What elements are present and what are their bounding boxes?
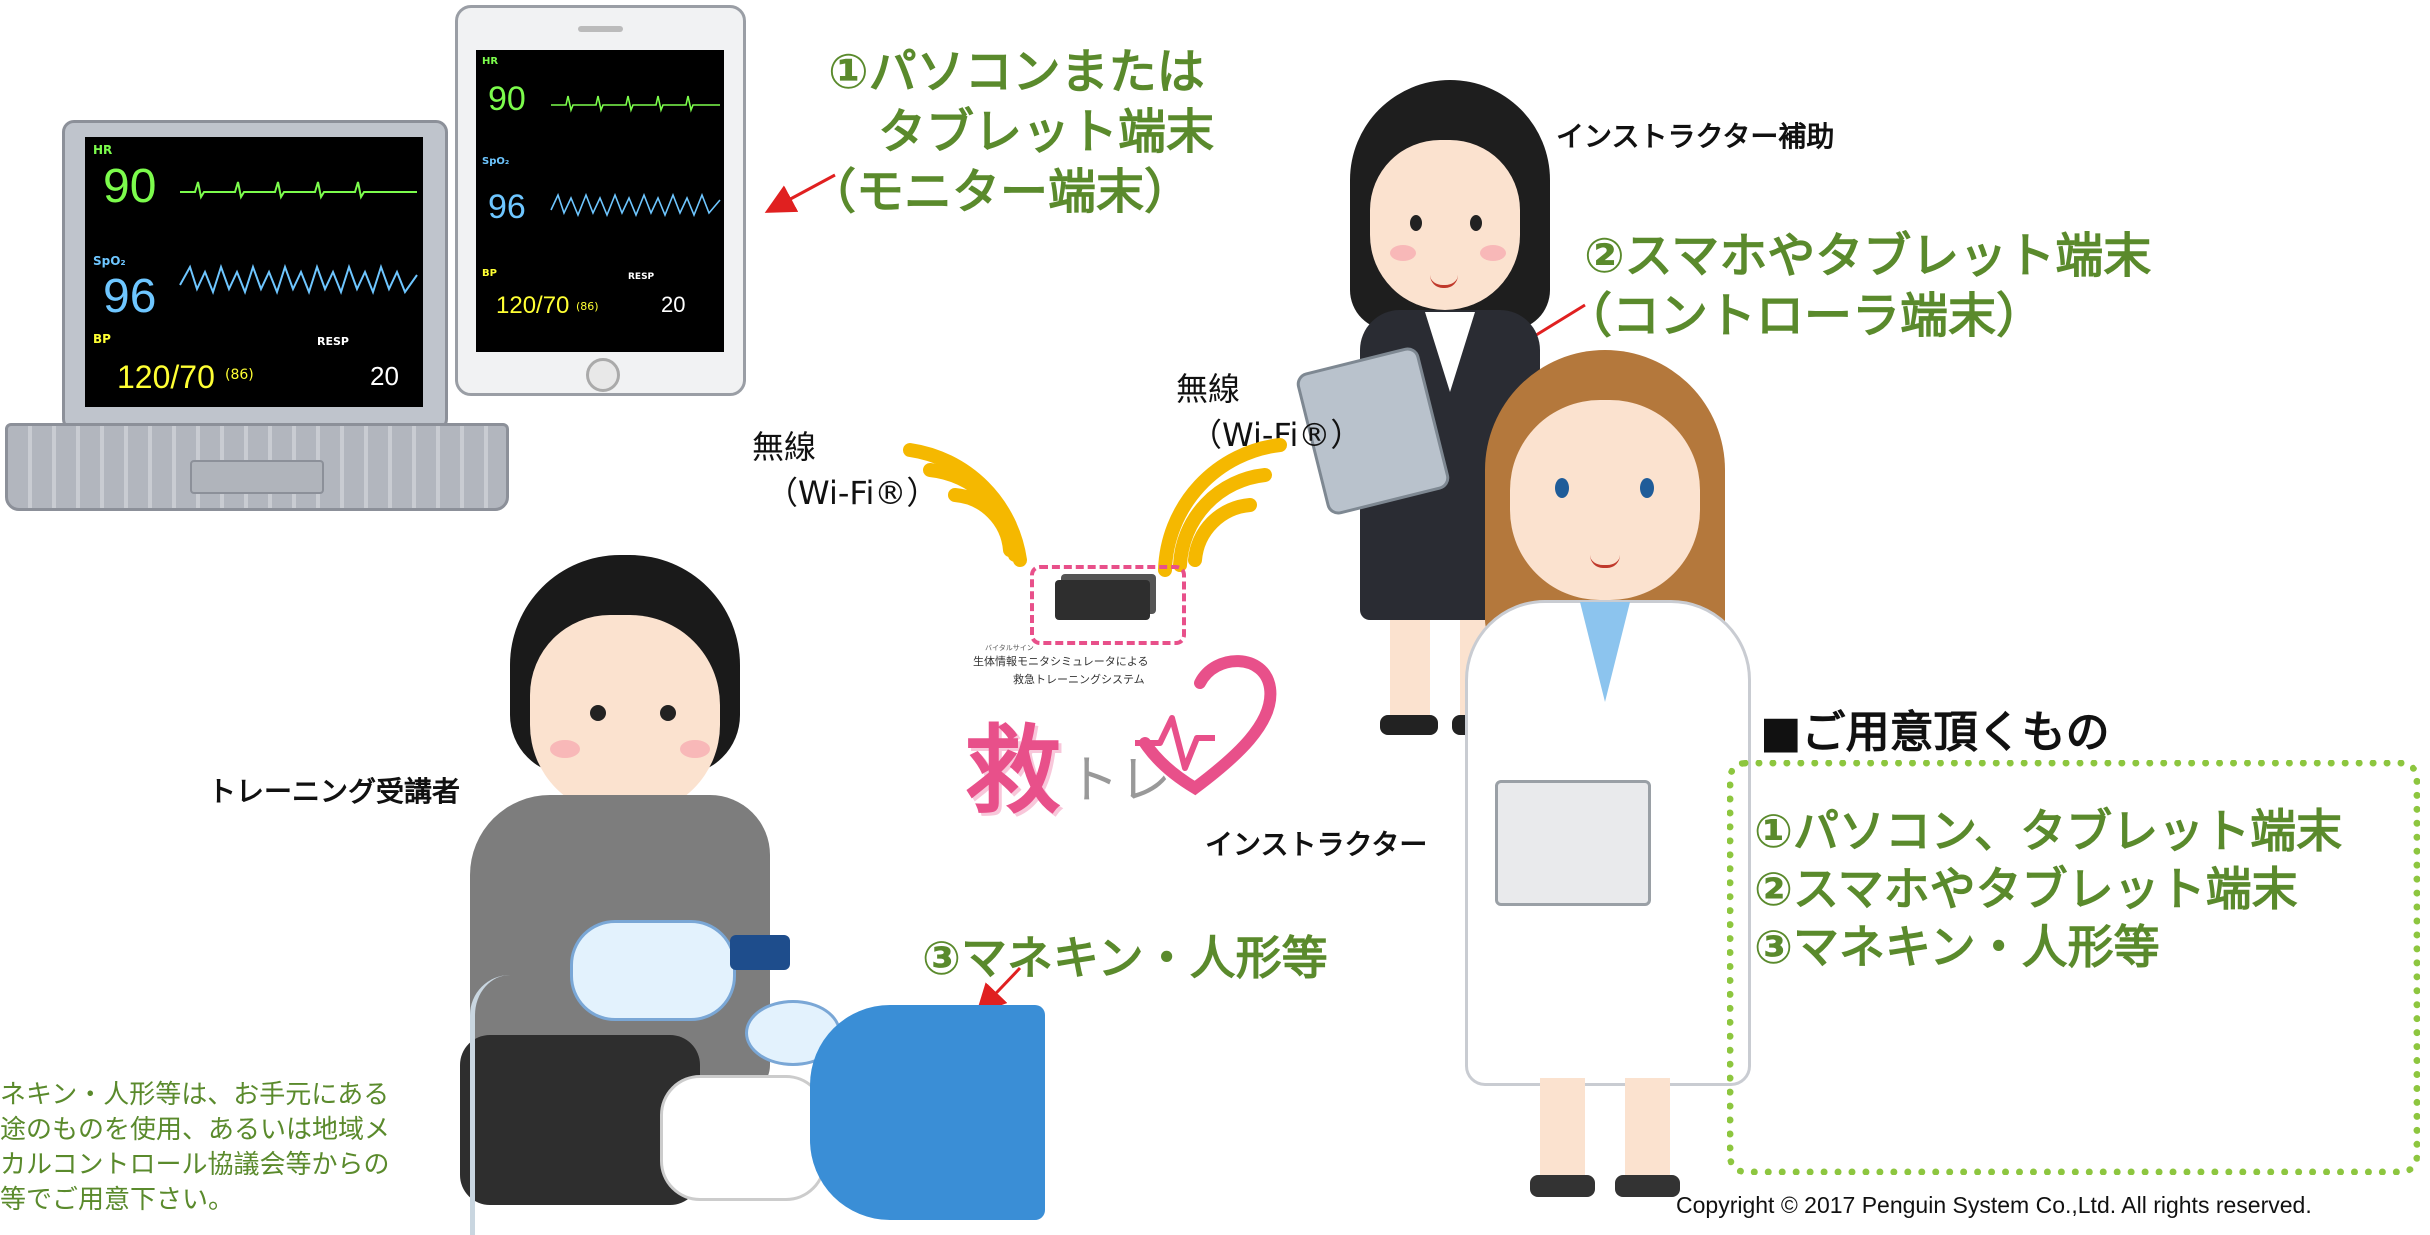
copyright: Copyright © 2017 Penguin System Co.,Ltd.… — [1676, 1192, 2312, 1218]
monitor-terminal-line3: （モニター端末） — [808, 164, 1193, 220]
hr-label: HR — [482, 56, 499, 67]
spo2-label: SpO₂ — [482, 156, 510, 167]
monitor-terminal-label: ①パソコンまたは タブレット端末 （モニター端末） — [808, 42, 1215, 222]
trainee-label: トレーニング受講者 — [208, 775, 461, 808]
hr-label: HR — [93, 143, 113, 157]
requirement-item-1: ①パソコン、タブレット端末 — [1754, 804, 2343, 858]
note-line2: 途のものを使用、あるいは地域メ — [0, 1115, 391, 1145]
wireless-left-line2: （Wi-Fi®） — [766, 474, 939, 512]
device-highlight-box — [1030, 565, 1186, 645]
resp-value: 20 — [661, 292, 686, 317]
mannequin-label: ③マネキン・人形等 — [922, 931, 1328, 985]
note-line1: ネキン・人形等は、お手元にある — [0, 1080, 390, 1110]
bp-mean: (86) — [576, 300, 599, 313]
logo-subtitle-small: バイタルサイン — [985, 644, 1034, 652]
requirements-box: ①パソコン、タブレット端末 ②スマホやタブレット端末 ③マネキン・人形等 — [1727, 760, 2420, 1175]
logo-name-kanji: 救 — [965, 714, 1061, 827]
laptop-monitor-screen: HR 90 SpO₂ 96 BP 120/70 (86) RESP 20 — [85, 137, 423, 407]
resp-label: RESP — [317, 335, 349, 348]
trainee-illustration — [440, 555, 1160, 1235]
laptop-illustration: HR 90 SpO₂ 96 BP 120/70 (86) RESP 20 — [0, 115, 510, 515]
spo2-value: 96 — [103, 270, 157, 323]
bp-mean: (86) — [225, 367, 254, 383]
ecg-waveform — [550, 95, 721, 218]
requirements-title: ■ご用意頂くもの — [1760, 707, 2110, 758]
hr-value: 90 — [103, 160, 157, 213]
wireless-right-line1: 無線 — [1176, 370, 1241, 408]
spo2-label: SpO₂ — [93, 254, 126, 268]
controller-terminal-label: ②スマホやタブレット端末 （コントローラ端末） — [1564, 226, 2152, 346]
tablet-illustration: HR 90 SpO₂ 96 BP 120/70 (86) RESP 20 — [455, 5, 746, 396]
wireless-right-line2: （Wi-Fi®） — [1190, 416, 1363, 454]
logo: バイタルサイン 生体情報モニタシミュレータによる 救急トレーニングシステム 救 … — [965, 643, 1295, 827]
hr-value: 90 — [488, 80, 526, 118]
note-text: ネキン・人形等は、お手元にある 途のものを使用、あるいは地域メ カルコントロール… — [0, 1078, 391, 1218]
wifi-signal-right-icon — [1158, 438, 1287, 577]
bp-label: BP — [482, 268, 497, 279]
heart-icon — [1135, 655, 1277, 796]
wireless-left-line1: 無線 — [752, 428, 817, 466]
spo2-value: 96 — [488, 188, 526, 226]
bp-label: BP — [93, 332, 111, 346]
bp-value: 120/70 — [117, 359, 215, 395]
wireless-left-label: 無線 （Wi-Fi®） — [752, 424, 938, 516]
wireless-right-label: 無線 （Wi-Fi®） — [1176, 366, 1362, 458]
logo-subtitle-line1: 生体情報モニタシミュレータによる — [973, 655, 1149, 668]
resp-value: 20 — [370, 361, 399, 391]
instructor-label: インストラクター — [1205, 828, 1428, 861]
controller-terminal-line2: （コントローラ端末） — [1564, 288, 2045, 344]
controller-terminal-line1: ②スマホやタブレット端末 — [1584, 228, 2152, 284]
instructor-assistant-label: インストラクター補助 — [1556, 120, 1835, 153]
note-line4: 等でご用意下さい。 — [0, 1185, 235, 1215]
note-line3: カルコントロール協議会等からの — [0, 1150, 390, 1180]
resp-label: RESP — [628, 272, 655, 282]
logo-name-kana: トレ — [1067, 751, 1172, 811]
monitor-terminal-line1: ①パソコンまたは — [828, 44, 1205, 100]
requirement-item-3: ③マネキン・人形等 — [1754, 920, 2160, 974]
logo-subtitle-line2: 救急トレーニングシステム — [1013, 673, 1145, 686]
controller-device-icon — [1055, 580, 1150, 620]
requirement-item-2: ②スマホやタブレット端末 — [1754, 862, 2298, 916]
tablet-monitor-screen: HR 90 SpO₂ 96 BP 120/70 (86) RESP 20 — [476, 50, 724, 352]
monitor-terminal-line2: タブレット端末 — [878, 104, 1215, 160]
ecg-waveform — [179, 181, 418, 295]
bp-value: 120/70 — [496, 292, 570, 319]
instructor-illustration — [1440, 340, 1770, 1210]
